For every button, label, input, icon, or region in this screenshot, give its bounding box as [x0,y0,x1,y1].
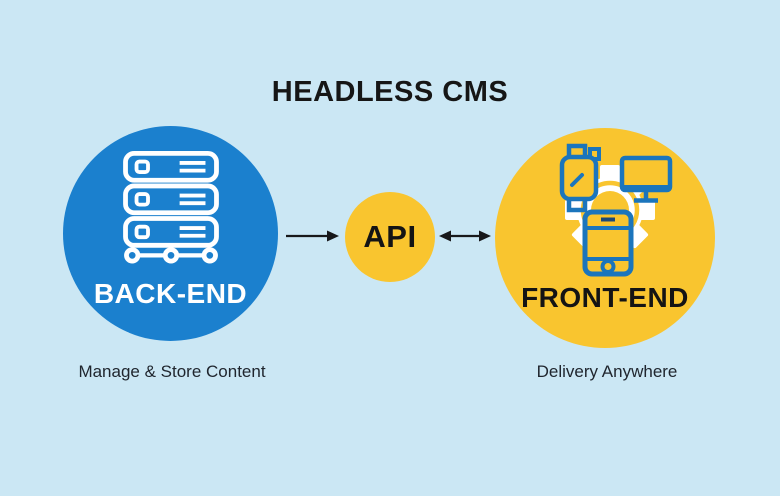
page-title: HEADLESS CMS [271,76,509,108]
frontend-caption: Delivery Anywhere [536,362,678,381]
backend-node: BACK-END [63,126,278,341]
backend-to-api-arrow [286,230,339,242]
backend-caption: Manage & Store Content [78,362,266,381]
api-node: API [345,192,435,282]
smartphone-icon [582,209,634,277]
api-to-frontend-arrow [439,230,491,242]
smartwatch-icon [559,143,601,213]
backend-label: BACK-END [93,278,248,309]
frontend-node: FRONT-END [495,128,715,348]
server-stack-icon [122,151,219,264]
frontend-label: FRONT-END [521,282,689,313]
monitor-icon [619,155,673,203]
api-label: API [363,219,417,254]
frontend-devices-icon [559,143,673,277]
